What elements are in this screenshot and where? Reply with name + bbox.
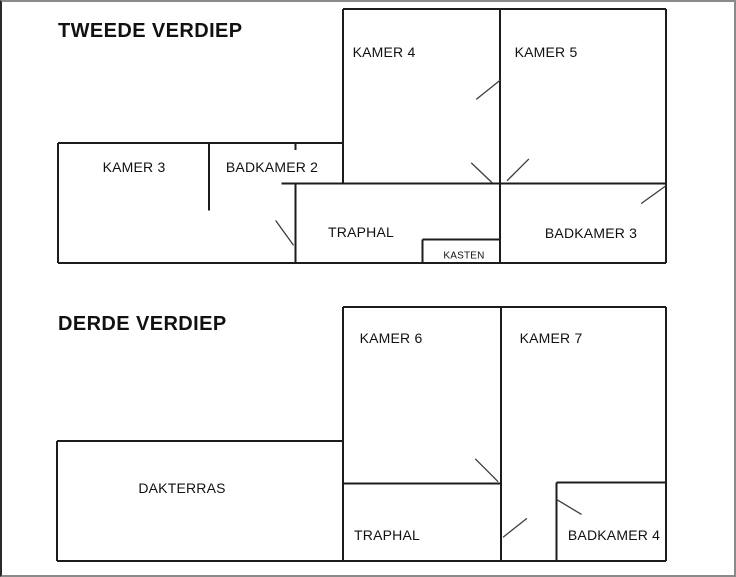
room-label-badkamer-2: BADKAMER 2 [225, 159, 319, 175]
door-swing-line [640, 185, 667, 205]
room-label-kasten: KASTEN [443, 250, 485, 262]
door-swing-line [506, 158, 530, 182]
door-swing-line [474, 458, 499, 483]
room-label-badkamer-3: BADKAMER 3 [544, 225, 638, 241]
door-swing-line [275, 220, 295, 246]
door-swing-line [502, 517, 528, 538]
room-label-traphal-tweede: TRAPHAL [328, 224, 394, 240]
room-label-kamer-5: KAMER 5 [514, 44, 578, 60]
door-swing-line [556, 498, 582, 515]
floor-title-derde-verdiep: DERDE VERDIEP [58, 313, 227, 335]
door-swing-line [475, 78, 502, 100]
room-label-dakterras: DAKTERRAS [138, 480, 226, 496]
room-label-kamer-7: KAMER 7 [519, 330, 583, 346]
door-swing-line [470, 162, 493, 184]
room-label-kamer-6: KAMER 6 [359, 330, 423, 346]
room-label-traphal-derde: TRAPHAL [354, 527, 420, 543]
floor-title-tweede-verdiep: TWEEDE VERDIEP [58, 20, 243, 42]
room-label-kamer-3: KAMER 3 [102, 159, 166, 175]
room-label-badkamer-4: BADKAMER 4 [567, 527, 661, 543]
room-label-kamer-4: KAMER 4 [352, 44, 416, 60]
